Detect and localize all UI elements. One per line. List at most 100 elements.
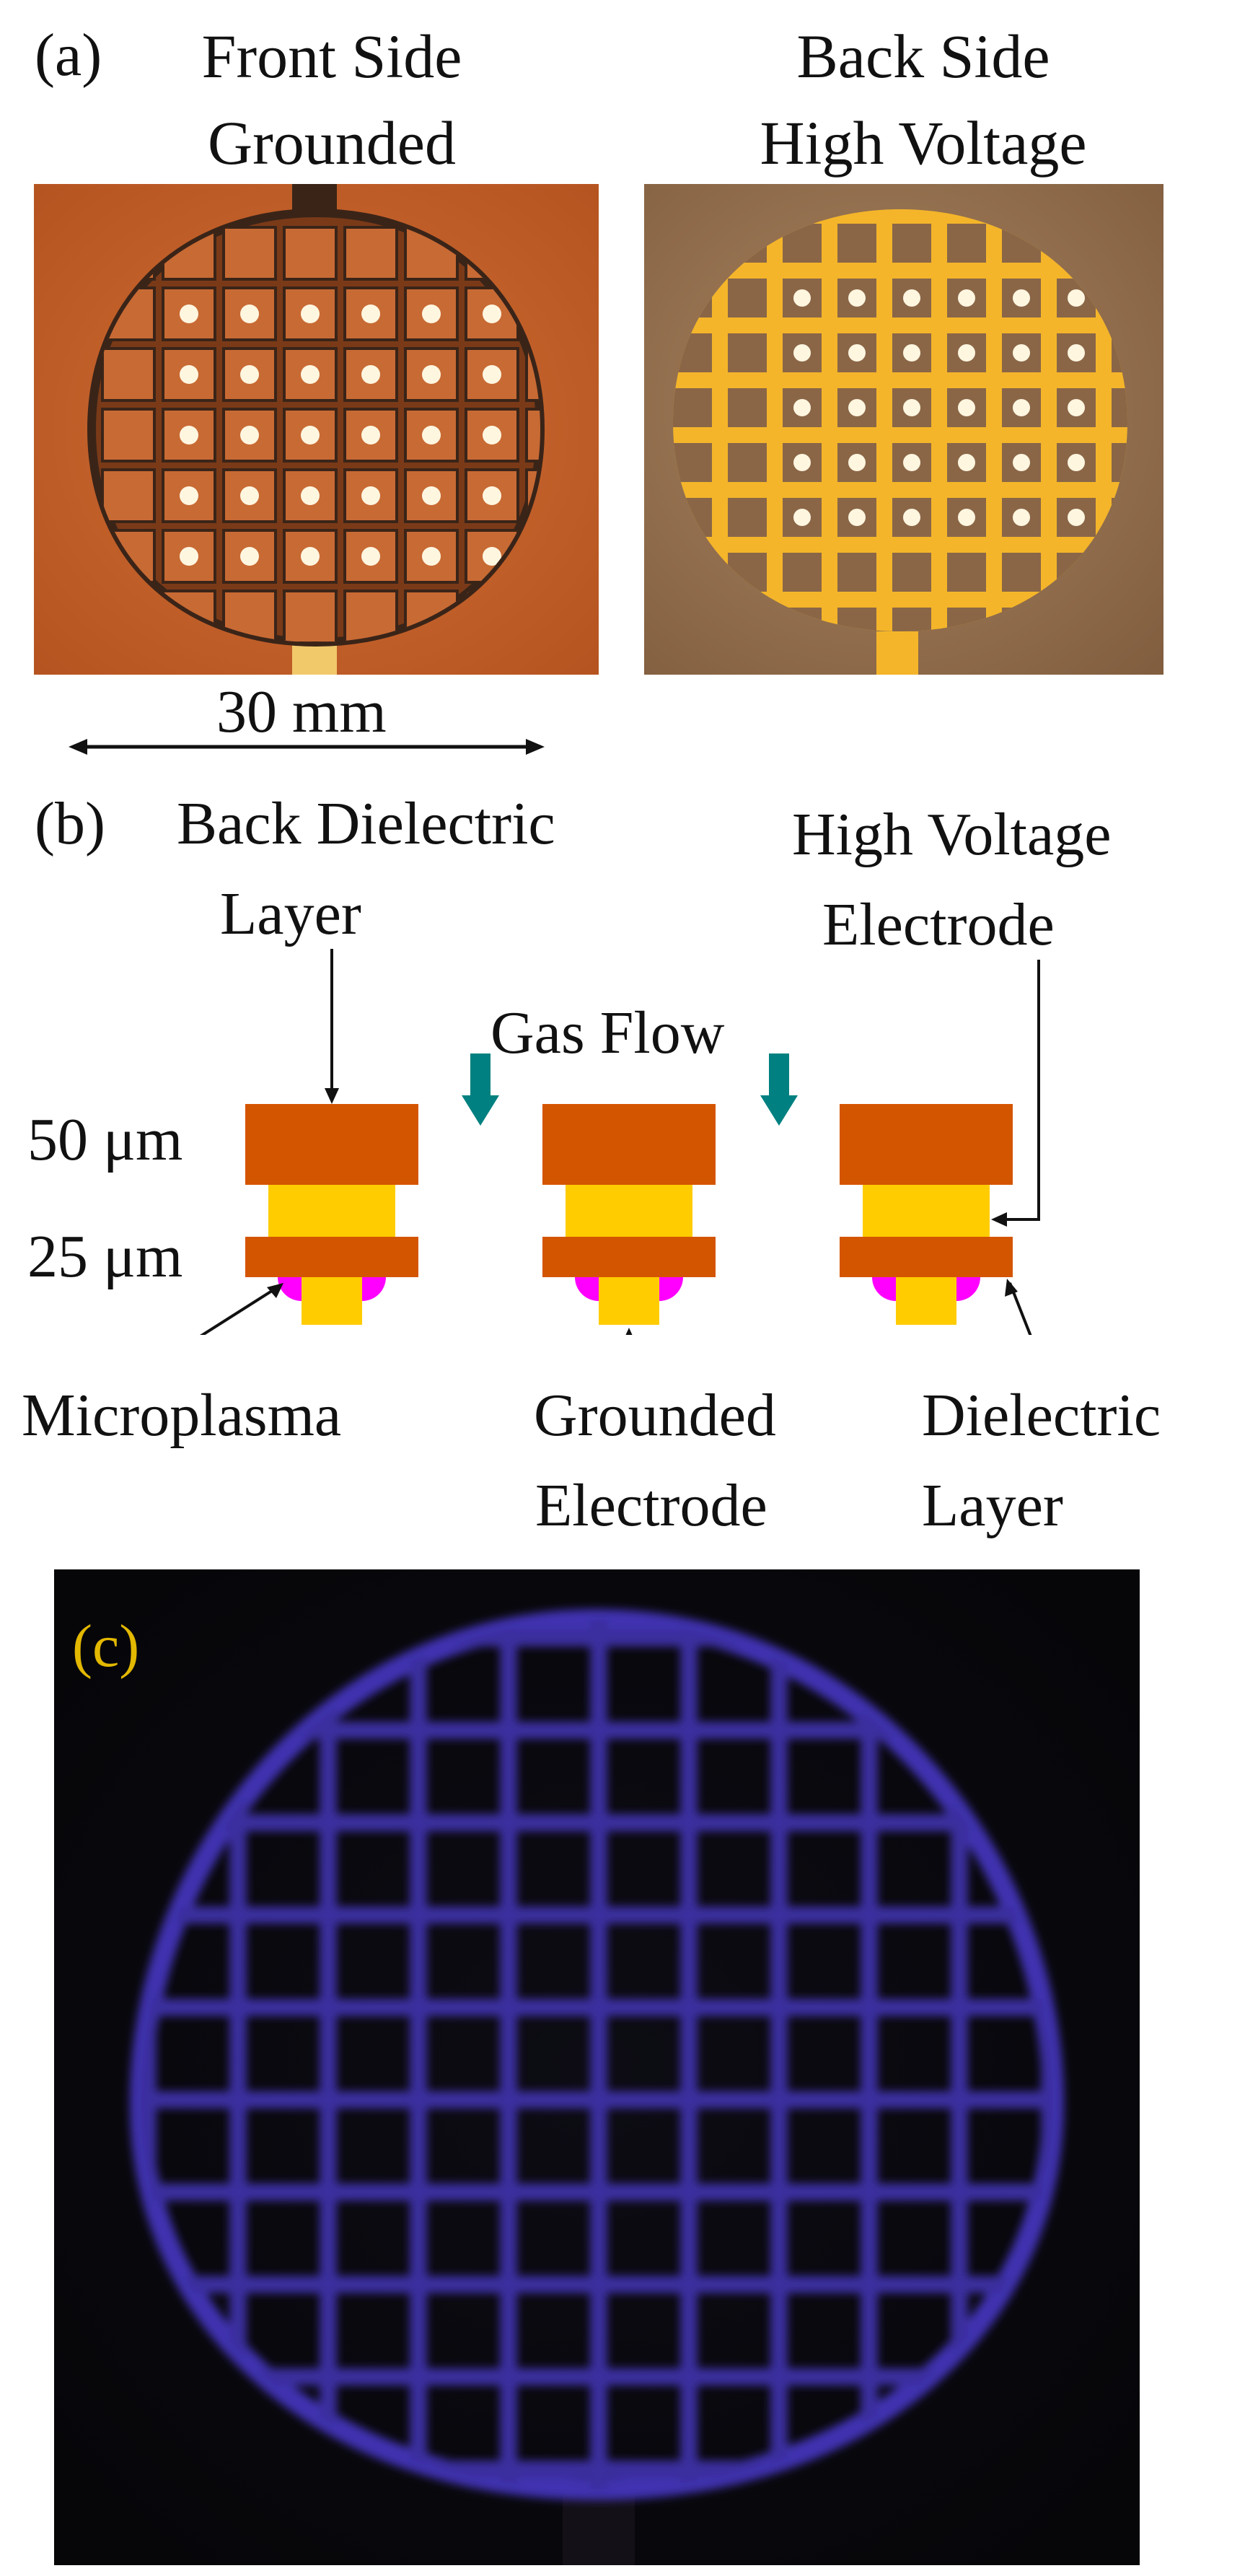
back-grid-cell — [892, 608, 931, 631]
front-grid-cell — [222, 590, 277, 642]
plasma-emission-photo — [54, 1569, 1140, 2565]
back-grid-cell — [783, 553, 822, 592]
front-grid-cell — [343, 226, 398, 281]
front-hole — [301, 547, 320, 566]
front-hole — [483, 305, 501, 323]
back-grid-cell — [1112, 388, 1127, 427]
panel-b-letter: (b) — [35, 790, 105, 857]
dielectric-layer — [245, 1237, 418, 1277]
front-hole — [180, 547, 198, 566]
front-grid-cell — [525, 408, 540, 463]
front-hole — [180, 486, 198, 505]
cross-section-diagram — [199, 949, 1040, 1335]
front-hole — [422, 547, 441, 566]
back-hole — [1068, 344, 1085, 362]
front-side-title: Front Side — [201, 22, 462, 91]
front-hole — [483, 426, 501, 444]
gas-flow-arrow — [760, 1053, 798, 1126]
front-grid-cell — [222, 226, 277, 281]
scale-bar-arrow — [69, 739, 545, 755]
front-hole — [301, 365, 320, 384]
gas-flow-arrow — [462, 1053, 499, 1126]
back-hole — [848, 454, 866, 471]
front-hole — [180, 365, 198, 384]
back-hole — [848, 509, 866, 526]
back-hole — [793, 399, 811, 416]
front-hole — [301, 486, 320, 505]
back-hole — [1068, 509, 1085, 526]
back-hole — [793, 509, 811, 526]
dielectric-layer-pointer — [1008, 1282, 1032, 1335]
thickness-25um-label: 25 μm — [27, 1223, 183, 1290]
front-hole — [483, 365, 501, 384]
back-hole — [1013, 509, 1030, 526]
back-side-subtitle: High Voltage — [760, 108, 1087, 178]
front-hole — [240, 365, 259, 384]
front-grid-cell — [283, 226, 338, 281]
back-grid-cell — [728, 498, 767, 537]
front-hole — [422, 305, 441, 323]
back-hole — [848, 344, 866, 362]
front-hole — [240, 426, 259, 444]
back-grid-cell — [728, 388, 767, 427]
front-hole — [180, 426, 198, 444]
back-hole — [958, 289, 975, 307]
front-grid-cell — [283, 590, 338, 642]
back-grid-cell — [837, 224, 876, 263]
panel-c-letter: (c) — [72, 1613, 140, 1680]
back-hole — [793, 454, 811, 471]
front-hole — [422, 486, 441, 505]
hv-electrode-label-line2: Electrode — [822, 891, 1055, 958]
front-grid-cell — [101, 408, 156, 463]
hv-electrode-pointer — [995, 960, 1040, 1221]
dielectric-layer-label-line2: Layer — [922, 1472, 1063, 1539]
front-hole — [483, 547, 501, 566]
back-hole — [958, 344, 975, 362]
front-hole — [180, 305, 198, 323]
hv-electrode-label: High Voltage — [792, 801, 1112, 868]
back-hole — [903, 344, 920, 362]
back-dielectric-layer — [245, 1104, 418, 1185]
grounded-electrode — [302, 1277, 362, 1325]
scale-bar-label: 30 mm — [216, 678, 387, 745]
back-grid-cell — [673, 388, 712, 427]
back-hole — [903, 289, 920, 307]
front-hole — [361, 486, 380, 505]
back-grid-cell — [728, 333, 767, 372]
back-hole — [1013, 454, 1030, 471]
back-hole — [1068, 399, 1085, 416]
back-hole — [1068, 289, 1085, 307]
thickness-50um-label: 50 μm — [27, 1106, 183, 1173]
back-hole — [903, 509, 920, 526]
back-grid-cell — [947, 553, 986, 592]
front-hole — [483, 486, 501, 505]
panel-a-letter: (a) — [35, 22, 102, 89]
back-hole — [848, 289, 866, 307]
back-hole — [793, 289, 811, 307]
front-hole — [301, 305, 320, 323]
front-grid-cell — [343, 408, 398, 463]
grounded-electrode-label: Grounded — [534, 1382, 776, 1449]
front-hole — [361, 547, 380, 566]
gas-flow-label: Gas Flow — [490, 999, 725, 1066]
back-hole — [1013, 344, 1030, 362]
back-grid-cell — [673, 443, 712, 482]
front-grid-cell — [101, 347, 156, 402]
front-grid-cell — [222, 408, 277, 463]
high-voltage-electrode — [268, 1185, 395, 1237]
back-grid-cell — [1002, 553, 1041, 592]
unit-left — [245, 1104, 418, 1325]
back-hole — [1013, 399, 1030, 416]
microplasma-pointer — [199, 1284, 281, 1335]
front-hole — [361, 426, 380, 444]
back-grid-cell — [728, 443, 767, 482]
back-dielectric-label-line2: Layer — [220, 880, 361, 947]
back-side-title: Back Side — [796, 22, 1050, 91]
back-grid-cell — [837, 553, 876, 592]
back-hole — [958, 399, 975, 416]
back-dielectric-label: Back Dielectric — [177, 790, 555, 857]
dielectric-layer-label: Dielectric — [922, 1382, 1161, 1449]
front-hole — [240, 305, 259, 323]
front-grid-cell — [162, 529, 216, 584]
back-grid-cell — [728, 279, 767, 317]
